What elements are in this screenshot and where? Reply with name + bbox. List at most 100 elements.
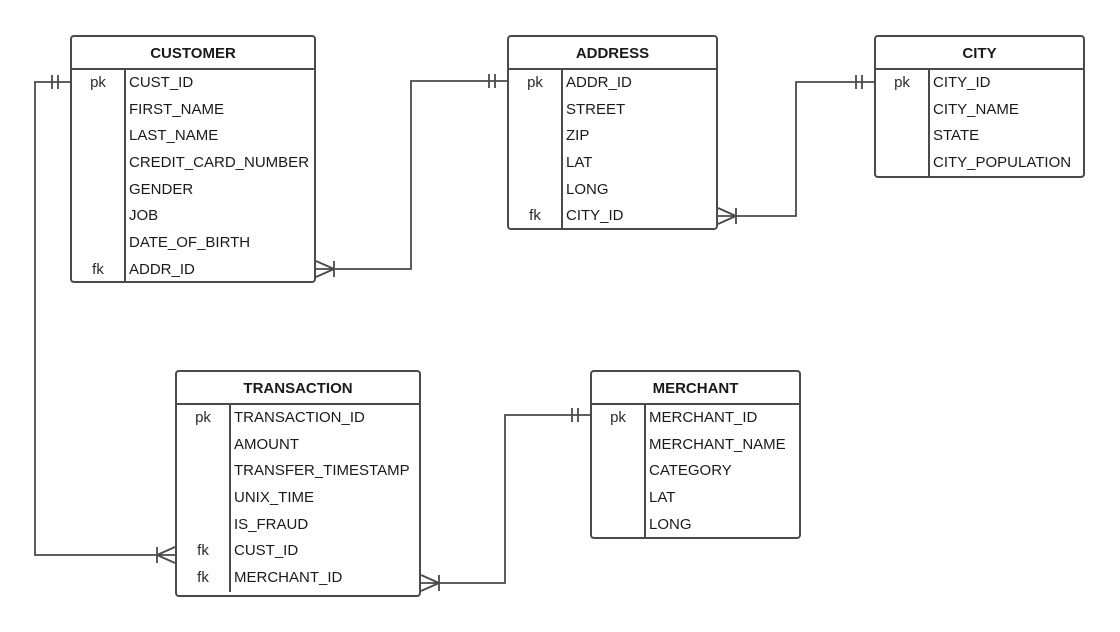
field-name: ADDR_ID [566, 74, 632, 91]
key-column-divider [644, 405, 646, 537]
field-row[interactable]: CITY_POPULATION [876, 150, 1083, 176]
key-column-divider [124, 70, 126, 281]
field-name: CATEGORY [649, 462, 732, 480]
entity-title: MERCHANT [592, 372, 799, 405]
key-marker: pk [894, 74, 910, 91]
key-marker: pk [527, 74, 543, 91]
field-row[interactable]: pk CUST_ID [72, 70, 314, 97]
many-cardinality-mark [156, 554, 176, 564]
many-cardinality-mark [315, 260, 335, 270]
field-name: FIRST_NAME [129, 100, 225, 118]
field-row[interactable]: LAT [592, 485, 799, 512]
field-name: IS_FRAUD [234, 515, 309, 533]
entity-merchant[interactable]: MERCHANT pk MERCHANT_ID MERCHANT_NAME CATEG… [590, 370, 801, 539]
field-name: ADDR_ID [129, 260, 195, 278]
field-row[interactable]: fk MERCHANT_ID [177, 565, 419, 592]
key-marker: pk [90, 74, 106, 91]
field-row[interactable]: UNIX_TIME [177, 485, 419, 512]
entity-title: TRANSACTION [177, 372, 419, 405]
field-row[interactable]: TRANSFER_TIMESTAMP [177, 458, 419, 485]
field-name: MERCHANT_ID [649, 409, 758, 426]
field-row[interactable]: JOB [72, 203, 314, 230]
field-row[interactable]: pk MERCHANT_ID [592, 405, 799, 432]
many-cardinality-mark [420, 582, 440, 592]
field-name: LAT [649, 489, 676, 507]
field-name: STREET [566, 100, 626, 118]
key-marker: fk [197, 542, 209, 560]
field-name: CREDIT_CARD_NUMBER [129, 154, 310, 172]
field-row[interactable]: LAST_NAME [72, 123, 314, 150]
field-row[interactable]: pk ADDR_ID [509, 70, 716, 97]
field-row[interactable]: CITY_NAME [876, 97, 1083, 124]
field-row[interactable]: CREDIT_CARD_NUMBER [72, 150, 314, 177]
entity-fields: pk CUST_ID FIRST_NAME LAST_NAME CREDIT_CARD_… [72, 70, 314, 281]
field-row[interactable]: fk CUST_ID [177, 538, 419, 565]
field-name: TRANSFER_TIMESTAMP [234, 462, 410, 480]
many-cardinality-mark [315, 268, 335, 278]
key-marker: fk [197, 569, 209, 587]
many-cardinality-mark [717, 207, 737, 217]
key-column-divider [229, 405, 231, 592]
field-row[interactable]: STREET [509, 97, 716, 124]
key-column-divider [561, 70, 563, 228]
field-name: JOB [129, 207, 159, 225]
field-row[interactable]: MERCHANT_NAME [592, 432, 799, 459]
entity-fields: pk MERCHANT_ID MERCHANT_NAME CATEGORY LAT LON… [592, 405, 799, 537]
field-name: AMOUNT [234, 435, 299, 453]
relationship-address-city [718, 81, 874, 217]
field-name: ZIP [566, 127, 590, 145]
field-name: LONG [649, 515, 692, 533]
entity-title: ADDRESS [509, 37, 716, 70]
field-name: CITY_ID [566, 207, 624, 225]
entity-title: CUSTOMER [72, 37, 314, 70]
field-row[interactable]: LONG [509, 177, 716, 204]
field-name: TRANSACTION_ID [234, 409, 365, 426]
field-row[interactable]: IS_FRAUD [177, 512, 419, 539]
field-name: STATE [933, 127, 980, 145]
field-name: CUST_ID [234, 542, 299, 560]
field-row[interactable]: fk ADDR_ID [72, 257, 314, 281]
field-row[interactable]: fk CITY_ID [509, 203, 716, 228]
entity-fields: pk ADDR_ID STREET ZIP LAT LONG fk CITY_ID [509, 70, 716, 228]
key-column-divider [928, 70, 930, 176]
field-row[interactable]: FIRST_NAME [72, 97, 314, 124]
field-name: CUST_ID [129, 74, 194, 91]
field-name: LAST_NAME [129, 127, 219, 145]
field-name: DATE_OF_BIRTH [129, 234, 251, 252]
field-name: UNIX_TIME [234, 489, 315, 507]
field-name: MERCHANT_ID [234, 569, 343, 587]
field-name: MERCHANT_NAME [649, 435, 786, 453]
field-name: CITY_POPULATION [933, 154, 1072, 172]
entity-transaction[interactable]: TRANSACTION pk TRANSACTION_ID AMOUNT TRANSF… [175, 370, 421, 597]
field-name: GENDER [129, 180, 194, 198]
entity-customer[interactable]: CUSTOMER pk CUST_ID FIRST_NAME LAST_NAME CRE… [70, 35, 316, 283]
field-row[interactable]: CATEGORY [592, 458, 799, 485]
key-marker: fk [92, 260, 104, 278]
field-row[interactable]: STATE [876, 123, 1083, 150]
field-row[interactable]: LONG [592, 512, 799, 537]
field-row[interactable]: GENDER [72, 177, 314, 204]
field-name: LONG [566, 180, 609, 198]
field-row[interactable]: LAT [509, 150, 716, 177]
field-row[interactable]: AMOUNT [177, 432, 419, 459]
field-row[interactable]: pk TRANSACTION_ID [177, 405, 419, 432]
key-marker: pk [195, 409, 211, 426]
entity-title: CITY [876, 37, 1083, 70]
many-cardinality-mark [156, 546, 176, 556]
key-marker: fk [529, 207, 541, 225]
field-row[interactable]: DATE_OF_BIRTH [72, 230, 314, 257]
many-cardinality-mark [420, 574, 440, 584]
entity-fields: pk TRANSACTION_ID AMOUNT TRANSFER_TIMESTAMP… [177, 405, 419, 592]
key-marker: pk [610, 409, 626, 426]
relationship-customer-address [316, 80, 507, 270]
relationship-transaction-merchant [421, 414, 590, 584]
many-cardinality-mark [717, 215, 737, 225]
field-row[interactable]: ZIP [509, 123, 716, 150]
entity-address[interactable]: ADDRESS pk ADDR_ID STREET ZIP LAT LONG fk CITY_… [507, 35, 718, 230]
field-name: CITY_NAME [933, 100, 1019, 118]
